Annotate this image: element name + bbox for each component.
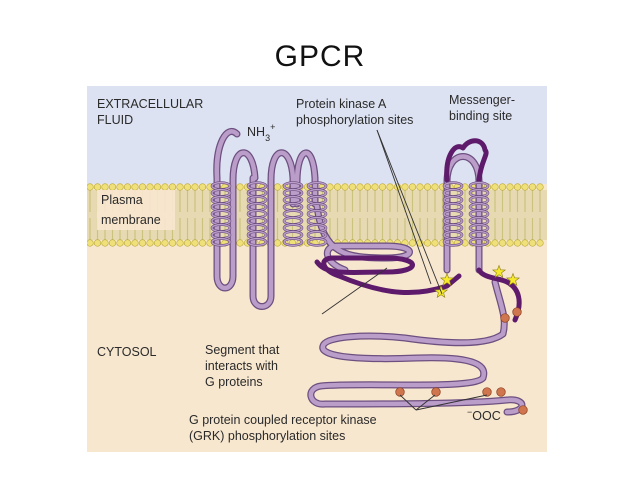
c-terminal-dark [476,267,522,323]
helix-6 [468,181,490,247]
grk-dot-5 [482,387,492,397]
label-nh3: NH3+ [247,122,275,143]
leader-lines [321,129,488,411]
pka-star-1 [439,272,455,287]
grk-dot-1 [500,313,510,323]
pka-star-3 [491,264,507,279]
label-extracellular: EXTRACELLULAR [97,97,203,111]
transmembrane-helices [210,181,490,247]
label-pka-1: Protein kinase A [296,97,387,111]
receptor-backbone [214,129,525,415]
label-messenger-2: binding site [449,109,512,123]
label-grk-2: (GRK) phosphorylation sites [189,429,345,443]
label-fluid: FLUID [97,113,133,127]
label-pka-2: phosphorylation sites [296,113,413,127]
grk-dot-2 [512,307,522,317]
label-grk-1: G protein coupled receptor kinase [189,413,377,427]
label-membrane: membrane [101,213,161,227]
label-segment-3: G proteins [205,375,263,389]
grk-dot-6 [496,387,506,397]
helix-4 [306,181,328,247]
grk-dot-3 [395,387,405,397]
helix-2 [246,181,268,247]
receptor-chain [213,128,526,416]
label-segment-1: Segment that [205,343,280,357]
helix-5 [442,181,464,247]
slide-title: GPCR [274,40,366,73]
label-messenger-1: Messenger- [449,93,515,107]
grk-dot-4 [431,387,441,397]
helix-3 [282,181,304,247]
label-cytosol: CYTOSOL [97,345,157,359]
pka-star-4 [505,272,521,287]
helix-1 [210,181,232,247]
grk-dot-7 [518,405,528,415]
label-cooh: −OOC [467,407,501,423]
dark-segments [314,138,522,323]
g-protein-loop [314,255,462,295]
messenger-binding-loop [444,138,489,183]
gpcr-diagram: EXTRACELLULAR FLUID NH3+ Protein kinase … [87,86,547,452]
label-plasma: Plasma [101,193,143,207]
label-segment-2: interacts with [205,359,278,373]
grk-phosphorylation-sites [395,307,528,415]
